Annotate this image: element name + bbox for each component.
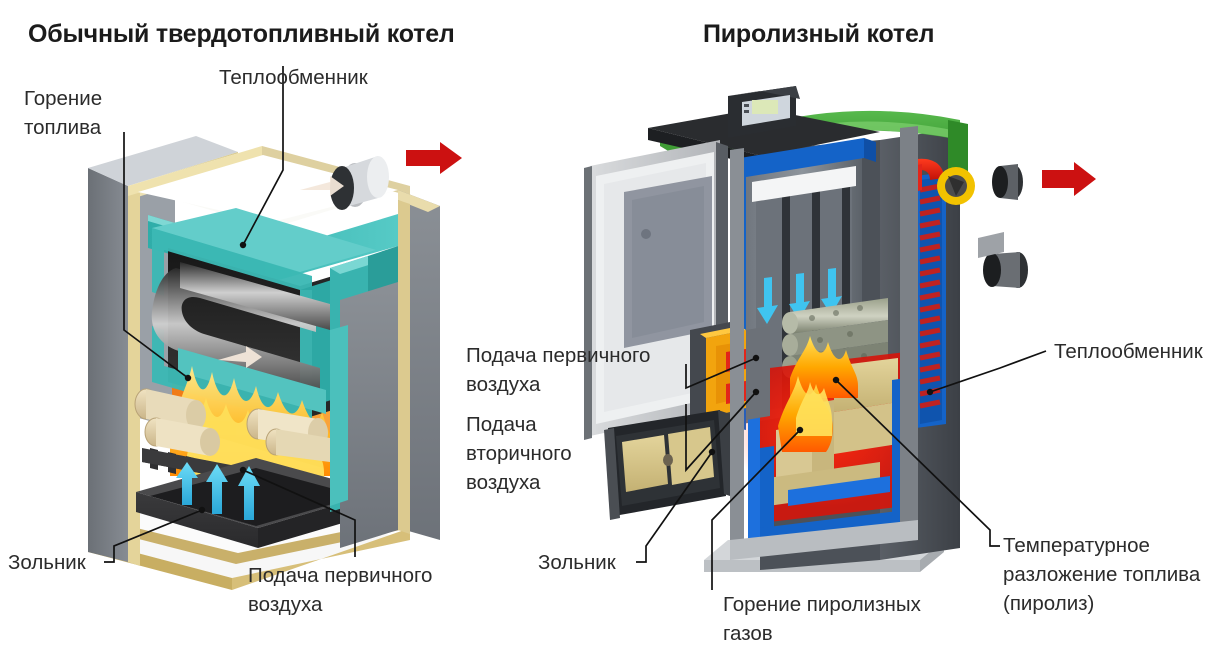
- label-left-ash-pan: Зольник: [8, 551, 86, 574]
- label-right-secondary-air: Подача вторичного воздуха: [466, 413, 572, 494]
- air-nozzles: [726, 348, 767, 404]
- label-right-heat-exchanger: Теплообменник: [1054, 340, 1203, 363]
- pyrolysis-flames: [778, 336, 858, 452]
- exhaust-arrow-left-boiler: [406, 142, 462, 174]
- firewood-logs: [782, 298, 888, 378]
- label-right-pyrolysis-gas-combustion: Горение пиролизных газов: [723, 593, 921, 645]
- flue-gas-down-arrows: [757, 268, 842, 324]
- right-diagram-title: Пиролизный котел: [703, 20, 935, 48]
- exhaust-arrow-right-boiler: [1042, 162, 1096, 196]
- label-right-thermal-decomposition: Температурное разложение топлива (пироли…: [1003, 534, 1201, 615]
- label-right-ash-pan: Зольник: [538, 551, 616, 574]
- refractory-bricks: [768, 358, 898, 506]
- lower-door: [604, 410, 736, 520]
- label-left-heat-exchanger: Теплообменник: [219, 66, 368, 89]
- heat-exchanger-coil: [919, 183, 941, 409]
- primary-air-arrows: [176, 462, 260, 520]
- left-diagram-title: Обычный твердотопливный котел: [28, 20, 455, 48]
- label-right-primary-air: Подача первичного воздуха: [466, 344, 651, 396]
- label-left-primary-air: Подача первичного воздуха: [248, 564, 433, 616]
- label-left-combustion: Горение топлива: [24, 87, 103, 139]
